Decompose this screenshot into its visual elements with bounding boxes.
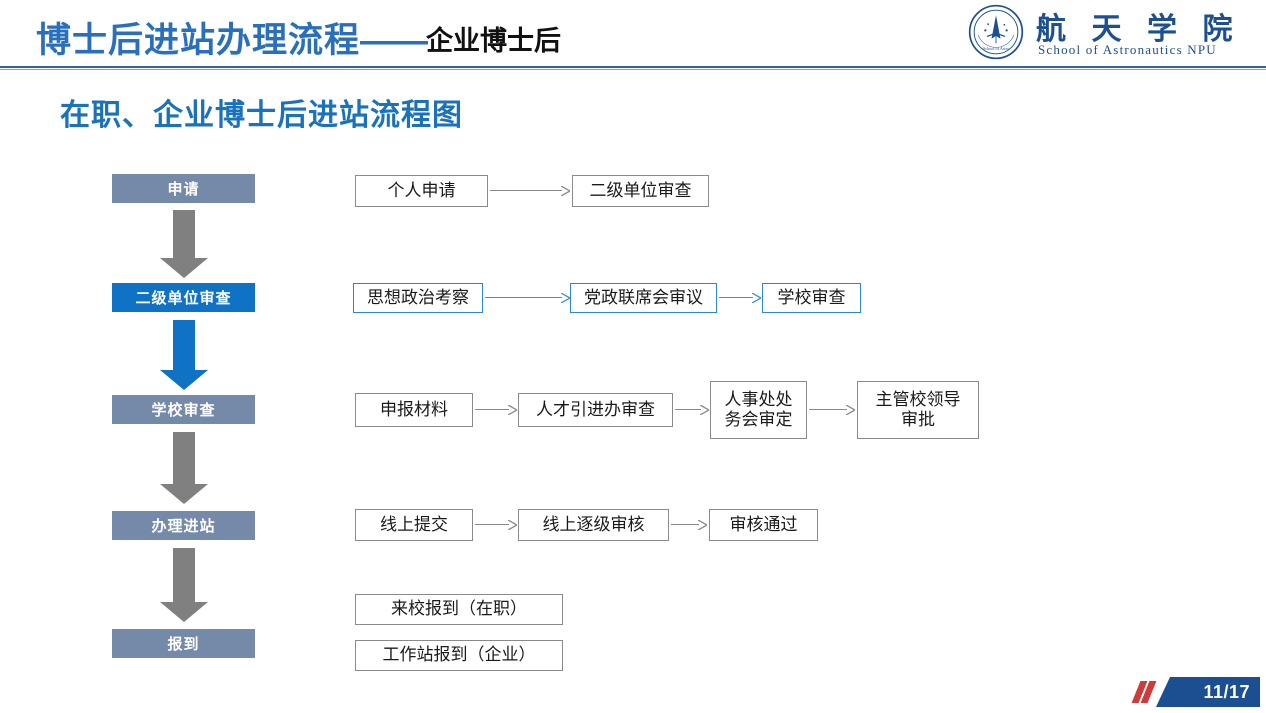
flow-connector-r4-1	[475, 519, 517, 531]
badge-background	[1156, 677, 1260, 707]
flow-node-review-passed: 审核通过	[709, 509, 818, 541]
flow-node-political-assessment: 思想政治考察	[353, 283, 483, 313]
flow-node-report-to-school: 来校报到（在职）	[355, 594, 563, 625]
flow-connector-r1-1	[490, 185, 570, 197]
flow-node-hr-office-meeting: 人事处处 务会审定	[710, 381, 807, 439]
page-number-text: 11/17	[1203, 681, 1250, 702]
flow-node-joint-meeting-review: 党政联席会审议	[570, 283, 717, 313]
flow-node-personal-application: 个人申请	[355, 175, 488, 207]
flow-connector-r3-3	[809, 404, 855, 416]
page-title: 博士后进站办理流程——企业博士后	[36, 12, 561, 63]
flow-node-level-by-level-review: 线上逐级审核	[518, 509, 669, 541]
flow-arrow-down-4	[160, 548, 208, 622]
stage-label-apply: 申请	[112, 174, 255, 203]
flow-node-application-materials: 申报材料	[355, 393, 473, 427]
flow-node-online-submit: 线上提交	[355, 509, 473, 541]
svg-text:School of Astro: School of Astro	[983, 46, 1009, 51]
flow-node-unit-review: 二级单位审查	[572, 175, 709, 207]
stage-label-unit-review: 二级单位审查	[112, 283, 255, 312]
slide-header: 博士后进站办理流程——企业博士后 School of Astro 航 天 学 院…	[0, 0, 1266, 70]
flow-node-leader-approval: 主管校领导 审批	[857, 381, 979, 439]
flow-connector-r2-1	[485, 292, 570, 304]
stage-label-report: 报到	[112, 629, 255, 658]
header-divider	[0, 66, 1266, 70]
page-title-dash: ——	[360, 21, 428, 60]
page-title-main: 博士后进站办理流程	[36, 21, 361, 60]
flow-node-school-review: 学校审查	[762, 283, 861, 313]
logo-title-cn: 航 天 学 院	[1036, 13, 1242, 46]
flow-connector-r3-2	[675, 404, 709, 416]
stage-label-enter-station: 办理进站	[112, 511, 255, 540]
logo-title-en: School of Astronautics NPU	[1038, 42, 1217, 57]
flow-arrow-down-1	[160, 210, 208, 278]
stage-label-school-review: 学校审查	[112, 395, 255, 424]
section-subtitle: 在职、企业博士后进站流程图	[60, 99, 463, 132]
flow-node-talent-office-review: 人才引进办审查	[518, 393, 673, 427]
flow-connector-r3-1	[475, 404, 517, 416]
flow-connector-r4-2	[671, 519, 707, 531]
flow-connector-r2-2	[719, 292, 761, 304]
page-number-badge: 11/17	[1131, 677, 1260, 707]
university-seal-icon: School of Astro	[968, 4, 1024, 60]
institution-logo: School of Astro 航 天 学 院 School of Astron…	[960, 2, 1260, 64]
flow-arrow-down-2	[160, 320, 208, 390]
flow-arrow-down-3	[160, 432, 208, 504]
page-title-sub: 企业博士后	[426, 26, 562, 56]
flow-node-report-to-workstation: 工作站报到（企业）	[355, 640, 563, 671]
